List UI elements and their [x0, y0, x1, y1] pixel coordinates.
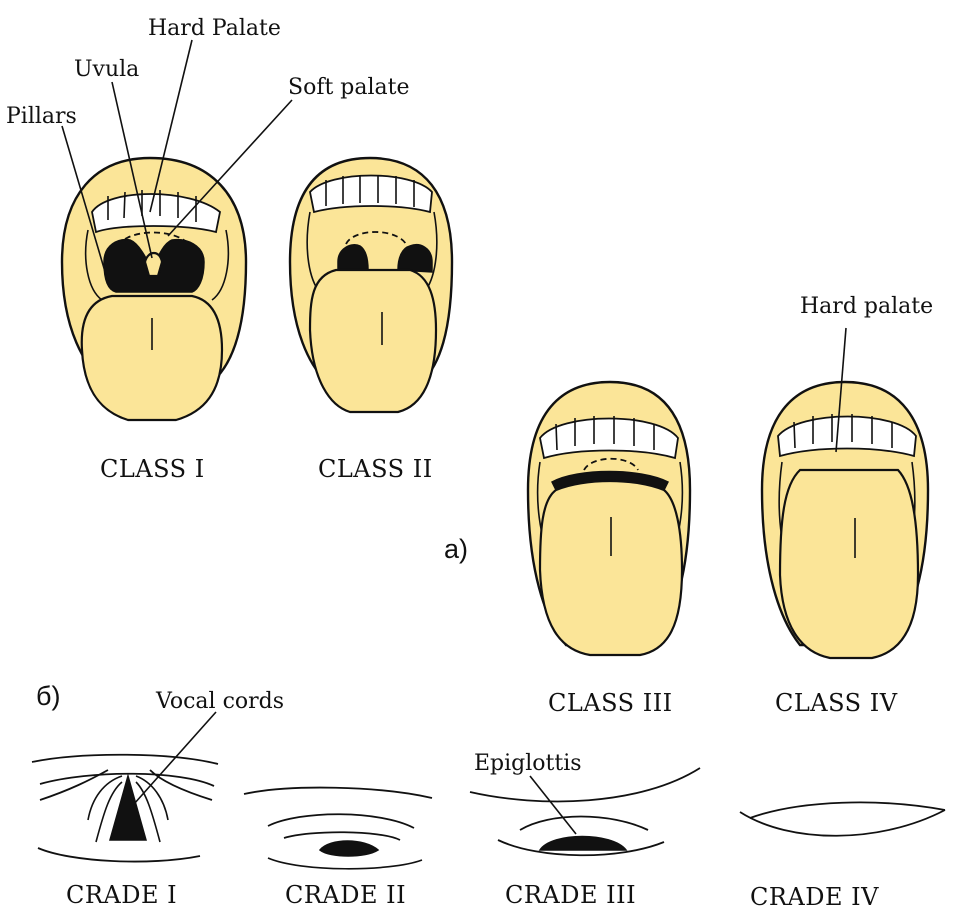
label-uvula: Uvula [74, 57, 139, 82]
mouth-class-4 [762, 382, 928, 658]
label-epiglottis: Epiglottis [474, 751, 582, 776]
mouth-class-3 [528, 382, 690, 655]
mouth-class-2 [290, 158, 452, 412]
class-label-2: CLASS II [318, 455, 433, 483]
grade-label-1: CRADE I [66, 881, 177, 909]
class-label-3: CLASS III [548, 689, 673, 717]
section-label-a: a) [444, 534, 468, 564]
label-hard-palate-right: Hard palate [800, 294, 933, 319]
grade-label-3: CRADE III [505, 881, 636, 909]
label-soft-palate: Soft palate [288, 75, 410, 100]
larynx-grade-4 [740, 802, 945, 835]
grade-label-2: CRADE II [285, 881, 406, 909]
larynx-grade-2 [244, 788, 432, 869]
grade-label-4: CRADE IV [750, 883, 879, 911]
larynx-grade-1 [32, 755, 218, 862]
leader-lines [62, 40, 846, 834]
class-label-1: CLASS I [100, 455, 205, 483]
larynx-grade-3 [470, 768, 700, 855]
label-vocal-cords: Vocal cords [155, 689, 284, 714]
section-label-b: б) [36, 681, 60, 711]
label-pillars: Pillars [6, 104, 77, 129]
class-label-4: CLASS IV [775, 689, 898, 717]
label-hard-palate-top: Hard Palate [148, 16, 281, 41]
